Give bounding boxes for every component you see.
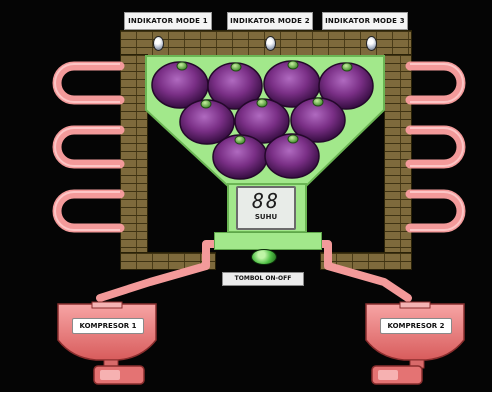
right-pipe-coils [405,61,466,233]
compressor-2-label: KOMPRESOR 2 [380,318,452,334]
mode-3-indicator-lamp-icon [366,36,377,51]
mode-1-label: INDIKATOR MODE 1 [124,12,212,30]
brick-right-wall [384,54,412,256]
temperature-display: 88 SUHU [236,186,296,230]
mode-1-indicator-lamp-icon [153,36,164,51]
temperature-label: SUHU [254,213,278,221]
brick-bottom-left [120,252,216,270]
mode-3-label: INDIKATOR MODE 3 [322,12,408,30]
brick-left-wall [120,54,148,256]
left-compressor-pipe [96,240,218,302]
compressor-1-label: KOMPRESOR 1 [72,318,144,334]
fruit-group [151,60,374,180]
mode-2-indicator-lamp-icon [265,36,276,51]
fruit-item [264,133,320,179]
right-compressor-pipe [316,240,412,302]
left-pipe-coils [52,61,125,233]
temperature-value: 88 [251,189,281,213]
fruit-cap-group [176,60,353,145]
brick-top-wall [120,30,412,56]
left-pipe-coils-highlight [54,63,120,231]
brick-bottom-right [320,252,412,270]
chamber-base-plate [214,232,322,250]
compressor-2-unit [365,301,465,385]
power-switch-label: TOMBOL ON-OFF [222,272,304,286]
stage: INDIKATOR MODE 1 INDIKATOR MODE 2 INDIKA… [0,0,492,392]
mode-2-label: INDIKATOR MODE 2 [227,12,313,30]
right-pipe-coils-highlight [410,63,464,231]
compressor-1-unit [57,301,157,385]
power-button-icon[interactable] [251,249,277,265]
